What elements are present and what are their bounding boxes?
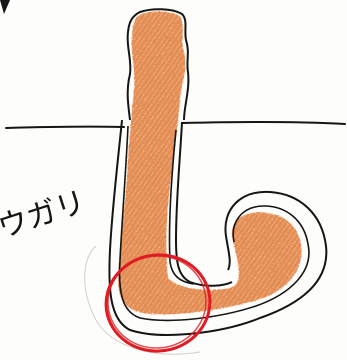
- ground-line-left: [6, 127, 124, 128]
- annotation-text: ウガリ: [0, 185, 90, 246]
- ground-line-right: [182, 122, 345, 124]
- worm-body-fill: [118, 12, 302, 315]
- corner-mark: [0, 0, 10, 14]
